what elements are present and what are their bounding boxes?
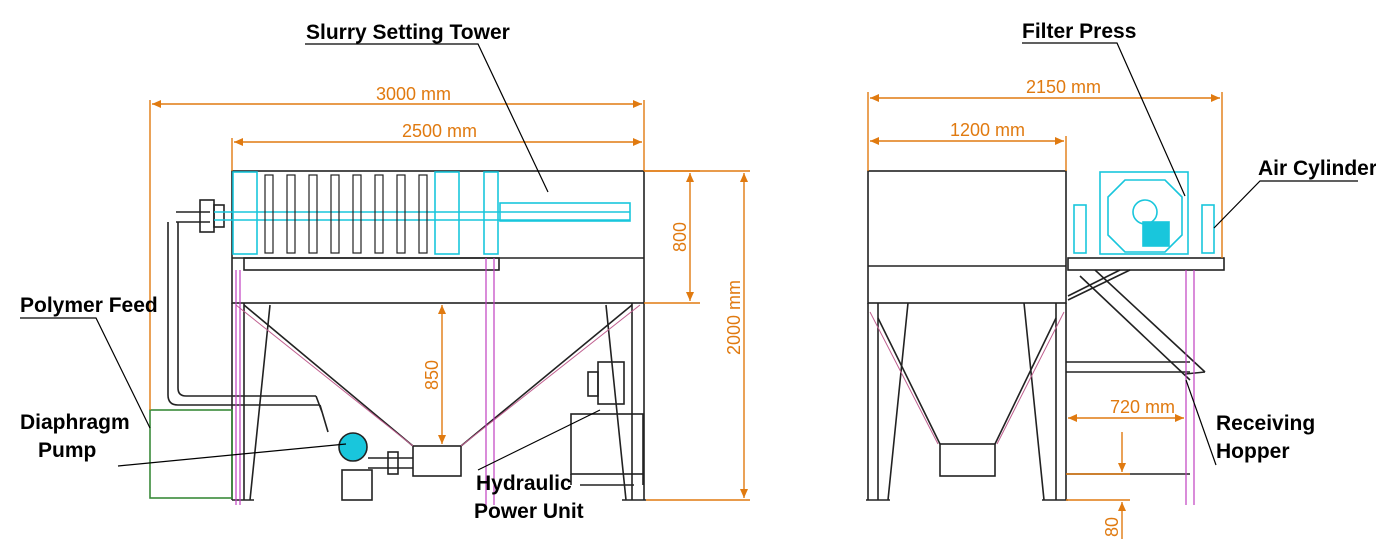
side-filter-press <box>1073 171 1215 255</box>
label-diaphragm-pump-2: Pump <box>38 439 96 462</box>
label-filter-press: Filter Press <box>1022 20 1136 43</box>
hydraulic-unit <box>570 413 644 475</box>
dim-1200: 1200 mm <box>950 120 1025 140</box>
tower-hopper <box>243 304 633 447</box>
tower-body <box>231 170 645 304</box>
label-receiving-2: Hopper <box>1216 440 1290 463</box>
dimension-lines <box>149 92 1223 539</box>
dim-80: 80 <box>1102 517 1122 537</box>
label-air-cylinder: Air Cylinder <box>1258 157 1376 180</box>
diaphragm-pump <box>338 432 368 462</box>
label-diaphragm-pump-1: Diaphragm <box>20 411 130 434</box>
label-polymer-feed: Polymer Feed <box>20 294 158 317</box>
front-filter-press <box>214 171 631 255</box>
polymer-pipe <box>167 211 320 406</box>
receiving-hopper-chute <box>1079 269 1206 381</box>
label-receiving-1: Receiving <box>1216 412 1315 435</box>
dim-3000: 3000 mm <box>376 84 451 104</box>
dim-720: 720 mm <box>1110 397 1175 417</box>
leader-lines <box>20 42 1358 471</box>
label-hydraulic-2: Power Unit <box>474 500 584 523</box>
polymer-tank <box>149 409 233 499</box>
dim-2000: 2000 mm <box>724 280 744 355</box>
dim-2150: 2150 mm <box>1026 77 1101 97</box>
label-slurry-tower: Slurry Setting Tower <box>306 21 510 44</box>
label-hydraulic-1: Hydraulic <box>476 472 572 495</box>
dim-850: 850 <box>422 360 442 390</box>
dim-2500: 2500 mm <box>402 121 477 141</box>
press-platform <box>1067 257 1225 271</box>
side-tower-body <box>867 170 1067 304</box>
front-view <box>149 170 646 501</box>
side-view <box>866 170 1225 501</box>
dim-800: 800 <box>670 222 690 252</box>
press-tray <box>243 257 500 271</box>
